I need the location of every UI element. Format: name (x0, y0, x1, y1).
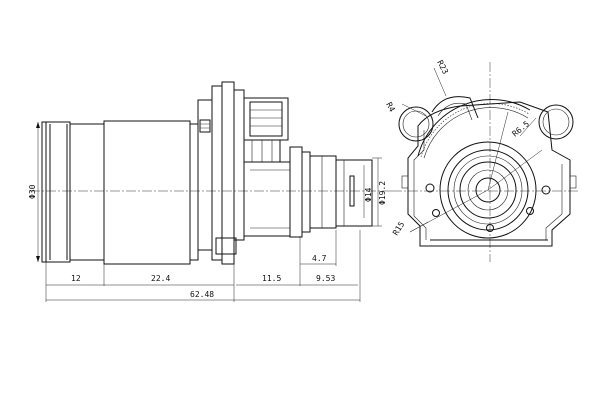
side-view: Φ30 12 22.4 11.5 9.53 4.7 62.4 (28, 81, 392, 302)
screw-hole-bottom-right (526, 207, 534, 215)
screw-holes (425, 183, 551, 232)
extension-lines (45, 230, 361, 302)
dim-total: 62.48 (46, 290, 360, 301)
dim-body-diameter-label: Φ30 (28, 184, 37, 199)
dim-row-lengths: 12 22.4 11.5 9.53 (46, 274, 358, 286)
dim-r6-5: R6.5 (511, 119, 532, 138)
dim-len-c: 11.5 (262, 274, 281, 283)
screw-hole-left (425, 183, 435, 193)
dim-r4: R4 (384, 101, 397, 114)
dim-len-a: 12 (71, 274, 81, 283)
end-view: R4 R23 R15 R6.5 (384, 59, 580, 262)
screw-hole-bottom (486, 224, 494, 232)
dim-len-d: 4.7 (312, 254, 327, 263)
dim-len-b: 22.4 (151, 274, 170, 283)
dim-r23: R23 (435, 59, 450, 76)
mount-lobe-top (431, 96, 479, 121)
mount-lobe-left (398, 106, 434, 142)
side-lugs (401, 175, 577, 189)
radius-labels: R4 R23 R15 R6.5 (384, 59, 537, 237)
dim-total-label: 62.48 (190, 290, 214, 299)
screw-hole-right (541, 185, 551, 195)
mount-lobe-right (538, 104, 574, 140)
screw-hole-bottom-left (432, 209, 440, 217)
dim-r15: R15 (391, 220, 406, 237)
dim-shaft-diameter: Φ14 (364, 187, 373, 202)
dim-outlet-diameters: Φ14 Φ19.2 (363, 157, 387, 227)
dim-4-7: 4.7 (300, 254, 336, 265)
dim-outlet-diameter: Φ19.2 (378, 181, 387, 205)
dim-len-e: 9.53 (316, 274, 335, 283)
pump-head (197, 81, 291, 265)
bearing-rings (439, 141, 537, 239)
outlet-nozzle (289, 146, 373, 238)
dim-body-diameter: Φ30 (28, 122, 40, 262)
motor-body (41, 120, 199, 265)
